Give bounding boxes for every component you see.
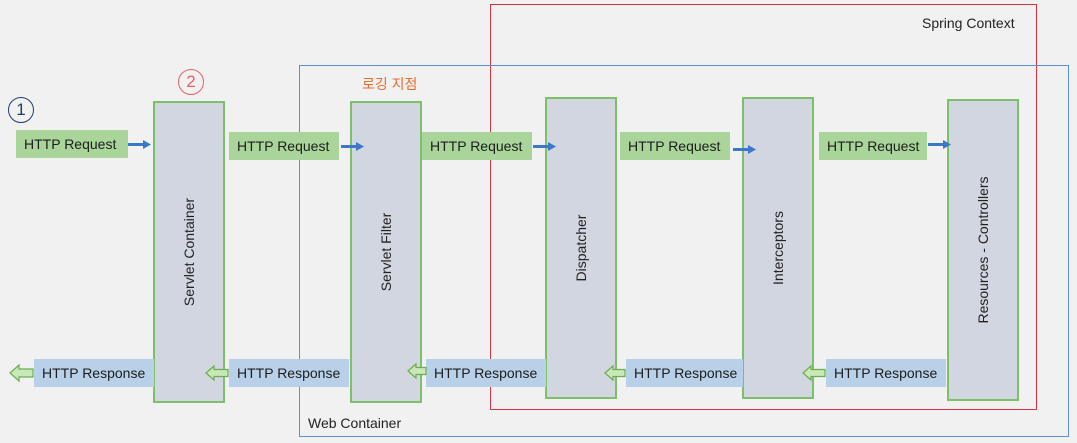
request-arrow-icon <box>733 145 756 154</box>
http-request-box: HTTP Request <box>819 132 927 160</box>
http-response-box: HTTP Response <box>426 359 546 387</box>
http-response-box: HTTP Response <box>626 359 743 387</box>
servlet-filter-column: Servlet Filter <box>350 101 422 403</box>
response-arrow-icon <box>205 364 229 382</box>
response-arrow-icon <box>407 362 427 380</box>
step-two-badge: 2 <box>178 69 204 95</box>
step-one-badge: 1 <box>8 97 34 123</box>
request-arrow-icon <box>533 142 556 151</box>
http-response-box: HTTP Response <box>229 359 349 387</box>
http-request-box: HTTP Request <box>229 132 339 160</box>
interceptors-column: Interceptors <box>742 97 814 399</box>
response-arrow-icon <box>604 364 626 382</box>
dispatcher-column: Dispatcher <box>545 97 617 399</box>
logging-point-annotation: 로깅 지점 <box>362 76 418 92</box>
request-arrow-icon <box>341 142 364 151</box>
http-request-box: HTTP Request <box>422 132 532 160</box>
servlet-container-column: Servlet Container <box>153 101 225 403</box>
request-arrow-icon <box>128 140 151 149</box>
response-arrow-icon <box>9 363 34 383</box>
spring-context-label: Spring Context <box>922 15 1015 31</box>
http-request-box: HTTP Request <box>620 132 730 160</box>
request-arrow-icon <box>928 140 951 149</box>
response-arrow-icon <box>802 364 826 382</box>
spring-context-frame <box>490 4 1037 410</box>
http-response-box: HTTP Response <box>826 359 946 387</box>
web-container-label: Web Container <box>308 415 402 431</box>
web-container-frame <box>299 65 1069 437</box>
http-request-box: HTTP Request <box>16 130 128 158</box>
resources-controllers-column: Resources - Controllers <box>947 99 1019 401</box>
http-response-box: HTTP Response <box>34 359 154 387</box>
